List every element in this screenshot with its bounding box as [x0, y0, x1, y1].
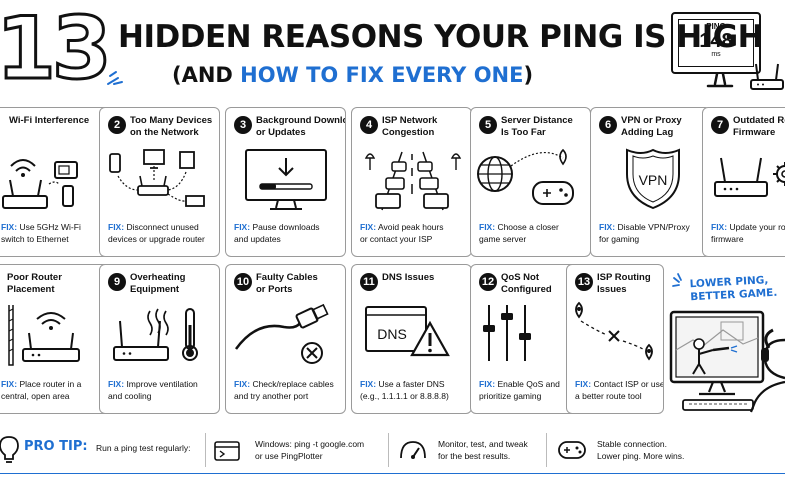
card-title: DNS Issues: [382, 272, 435, 283]
card-number: 10: [234, 273, 252, 291]
card-title: Wi-Fi Interference: [9, 115, 90, 126]
ping-value: 148: [699, 30, 733, 52]
page-title: HIDDEN REASONS YOUR PING IS HIGH: [118, 19, 764, 55]
dns-warning-icon: DNS: [365, 306, 450, 357]
card-number: 2: [108, 116, 126, 134]
card-number: 11: [360, 273, 378, 291]
traffic-jam-icon: [364, 151, 462, 211]
ping-label: PING: [706, 22, 726, 31]
card-number: 5: [479, 116, 497, 134]
card-number: 6: [599, 116, 617, 134]
gamer-illustration: [669, 310, 785, 413]
lightbulb-icon: [0, 436, 19, 463]
card-number: 7: [711, 116, 729, 134]
hot-router-icon: [113, 308, 198, 361]
stable-connection-text: Stable connection.Lower ping. More wins.: [597, 439, 685, 461]
big-number-13: 13: [0, 0, 113, 99]
page-subtitle: (AND HOW TO FIX EVERY ONE): [172, 63, 534, 87]
monitor-stand-icon: [706, 74, 734, 88]
reason-card-7: 7 Outdated RouterFirmware FIX: Update yo…: [702, 107, 785, 257]
ping-monitor: PING 148 ms: [671, 12, 761, 74]
dns-icon-label: DNS: [377, 326, 407, 342]
terminal-icon: [214, 441, 240, 461]
fix-text: FIX: Use a faster DNS(e.g., 1.1.1.1 or 8…: [360, 379, 449, 401]
route-map-icon: [575, 301, 653, 361]
router-icon: [750, 63, 784, 90]
card-number: 13: [575, 273, 593, 291]
devices-network-icon: [109, 149, 205, 207]
ping-unit: ms: [711, 51, 721, 58]
card-number: 4: [360, 116, 378, 134]
divider: [205, 433, 206, 467]
card-title: Outdated RouterFirmware: [733, 115, 785, 138]
divider: [388, 433, 389, 467]
divider: [546, 433, 547, 467]
pro-tip-bar: PRO TIP: Run a ping test regularly: Wind…: [0, 425, 785, 475]
fix-text: FIX: Update your routerfirmware: [711, 222, 785, 244]
vpn-icon-label: VPN: [639, 172, 668, 188]
sliders-icon: [483, 305, 531, 361]
card-number: 3: [234, 116, 252, 134]
burst-icon: [672, 273, 682, 287]
card-number: 9: [108, 273, 126, 291]
tip-text: Run a ping test regularly:: [96, 443, 191, 453]
cable-icon: [234, 303, 329, 364]
gamepad-icon: [558, 441, 586, 459]
download-monitor-icon: [245, 149, 327, 210]
card-title: Background Downloadsor Updates: [256, 115, 345, 138]
reason-card-11: 11 DNS Issues DNS FIX: Use a faster DNS(…: [351, 264, 472, 414]
router-gear-icon: [714, 157, 785, 197]
router-corner-icon: [8, 305, 80, 366]
vpn-shield-icon: VPN: [626, 148, 680, 210]
speedometer-icon: [400, 441, 426, 459]
globe-gamepad-icon: [477, 148, 574, 205]
reason-card-3: 3 Background Downloadsor Updates FIX: Pa…: [225, 107, 346, 257]
pro-tip-label: PRO TIP:: [24, 439, 88, 454]
wifi-router-icon: [2, 159, 78, 209]
spark-lines-icon: [107, 71, 123, 85]
card-number: 12: [479, 273, 497, 291]
footer-rule: [0, 473, 785, 474]
